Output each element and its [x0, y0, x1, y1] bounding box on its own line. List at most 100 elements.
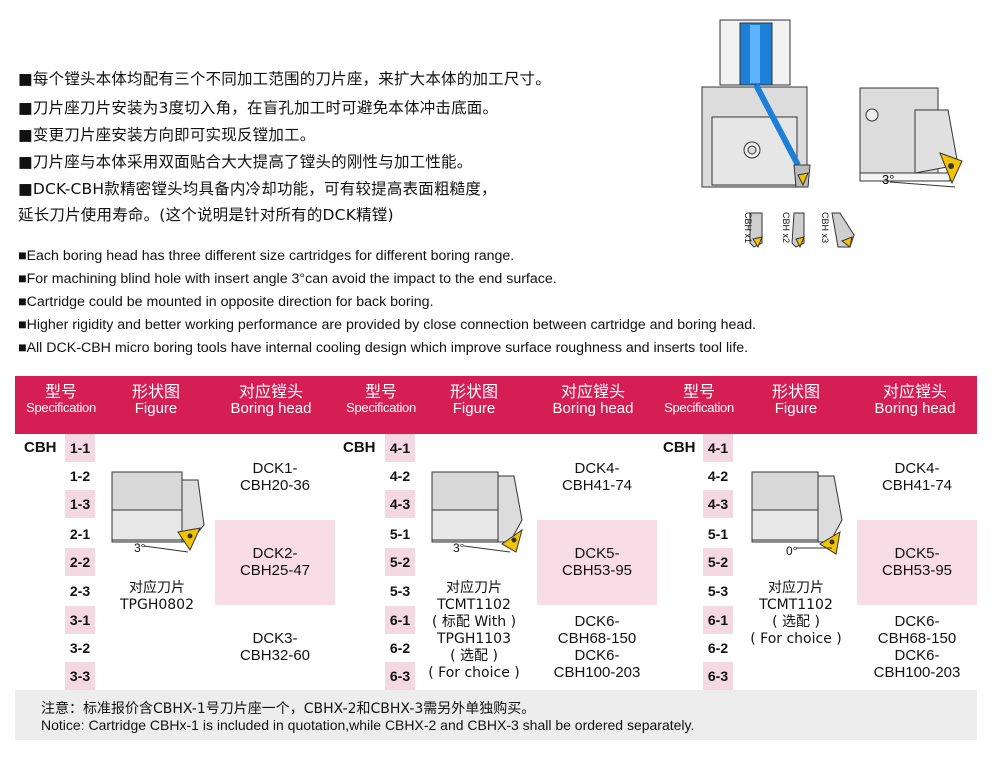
boring-head-cell: DCK5- CBH53-95: [561, 545, 633, 579]
angle-label: 3°: [453, 541, 465, 555]
cartridge-x3: [831, 212, 855, 248]
cbh-label: CBH: [343, 439, 376, 456]
cn-line: ■每个镗头本体均配有三个不同加工范围的刀片座，来扩大本体的加工尺寸。: [18, 70, 551, 88]
spec-cell: 6-3: [703, 662, 733, 690]
en-line: ■All DCK-CBH micro boring tools have int…: [18, 340, 749, 356]
header-head-en: Boring head: [230, 399, 312, 417]
header-spec-cn: 型号: [44, 382, 77, 401]
spec-cell: 3-1: [65, 606, 95, 634]
header-spec: 型号 Specification: [338, 383, 424, 415]
en-line: ■Each boring head has three different si…: [18, 248, 515, 264]
header-spec-cn: 型号: [682, 382, 715, 401]
header-figure-en: Figure: [774, 399, 818, 417]
spec-cell: 1-2: [69, 468, 91, 484]
spec-cell: 6-1: [703, 606, 733, 634]
spec-cell: 4-3: [385, 490, 415, 518]
en-line: ■Cartridge could be mounted in opposite …: [18, 294, 434, 310]
header-spec-en: Specification: [26, 399, 96, 415]
en-line: ■For machining blind hole with insert an…: [18, 271, 557, 287]
spec-cell: 4-3: [703, 490, 733, 518]
header-boring-head: 对应镗头 Boring head: [852, 383, 978, 418]
notice-box: 注意：标准报价含CBHX-1号刀片座一个，CBHX-2和CBHX-3需另外单独购…: [15, 690, 977, 740]
spec-cell: 2-3: [69, 583, 91, 599]
spec-cell: 1-3: [65, 490, 95, 518]
header-figure: 形状图 Figure: [424, 383, 524, 418]
spec-cell: 5-1: [389, 526, 411, 542]
header-head-cn: 对应镗头: [238, 382, 303, 401]
cartridge-label: CBH x1: [743, 212, 753, 244]
cbh-label: CBH: [24, 439, 57, 456]
header-head-en: Boring head: [874, 399, 956, 417]
cartridge-side-view: [859, 87, 959, 182]
header-spec-en: Specification: [346, 399, 416, 415]
header-spec: 型号 Specification: [18, 383, 104, 415]
en-line: ■Higher rigidity and better working perf…: [18, 317, 757, 333]
angle-label: 3°: [134, 541, 146, 555]
cartridge-figure: [111, 471, 205, 553]
boring-head-cell: DCK4- CBH41-74: [881, 460, 953, 494]
angle-label: 0°: [786, 544, 798, 558]
cartridge-label: CBH x2: [781, 212, 791, 244]
insert-info: 对应刀片 TCMT1102 ( 标配 With ) TPGH1103 ( 选配 …: [428, 580, 520, 681]
cartridge-x1: [749, 212, 763, 249]
boring-head-highlight: [857, 520, 977, 605]
boring-head-cell: DCK6- CBH68-150 DCK6- CBH100-203: [553, 613, 641, 681]
spec-cell: 5-3: [389, 583, 411, 599]
cbh-label: CBH: [663, 439, 696, 456]
cartridge-x2: [791, 212, 805, 249]
header-figure: 形状图 Figure: [104, 383, 208, 418]
boring-head-cell: DCK2- CBH25-47: [239, 545, 311, 579]
insert-info: 对应刀片 TCMT1102 ( 选配 ) ( For choice ): [750, 580, 842, 647]
spec-cell: 4-2: [389, 468, 411, 484]
header-figure-cn: 形状图: [449, 382, 498, 401]
header-figure-en: Figure: [134, 399, 178, 417]
cartridge-figure: [751, 471, 843, 555]
spec-cell: 3-2: [69, 640, 91, 656]
boring-head-cell: DCK6- CBH68-150 DCK6- CBH100-203: [873, 613, 961, 681]
header-spec-en: Specification: [664, 399, 734, 415]
cn-line: ■变更刀片座安装方向即可实现反镗加工。: [18, 126, 316, 144]
spec-cell: 6-3: [385, 662, 415, 690]
notice-cn: 注意：标准报价含CBHX-1号刀片座一个，CBHX-2和CBHX-3需另外单独购…: [41, 701, 536, 717]
header-head-cn: 对应镗头: [882, 382, 947, 401]
boring-head-cell: DCK4- CBH41-74: [561, 460, 633, 494]
header-spec: 型号 Specification: [656, 383, 742, 415]
boring-head-cell: DCK1- CBH20-36: [239, 460, 311, 494]
insert-info: 对应刀片 TPGH0802: [120, 580, 194, 613]
spec-cell: 1-1: [65, 434, 95, 462]
spec-cell: 6-2: [707, 640, 729, 656]
spec-cell: 4-1: [703, 434, 733, 462]
header-figure-cn: 形状图: [131, 382, 180, 401]
spec-cell: 5-2: [385, 548, 415, 576]
spec-cell: 3-3: [65, 662, 95, 690]
boring-head-cell: DCK3- CBH32-60: [239, 630, 311, 664]
header-spec-cn: 型号: [364, 382, 397, 401]
table-header-band: [15, 376, 977, 434]
boring-head-diagram: 3°: [701, 19, 963, 249]
boring-head-highlight: [537, 520, 657, 605]
cn-line: ■刀片座刀片安装为3度切入角，在盲孔加工时可避免本体冲击底面。: [18, 99, 499, 117]
spec-cell: 2-1: [69, 526, 91, 542]
notice-en: Notice: Cartridge CBHx-1 is included in …: [41, 717, 695, 733]
spec-cell: 5-2: [703, 548, 733, 576]
cartridge-figure: [431, 471, 523, 553]
spec-cell: 5-1: [707, 526, 729, 542]
header-figure: 形状图 Figure: [746, 383, 846, 418]
cn-line: 延长刀片使用寿命。(这个说明是针对所有的DCK精镗): [18, 206, 394, 224]
spec-cell: 2-2: [65, 548, 95, 576]
spec-cell: 4-1: [385, 434, 415, 462]
header-head-en: Boring head: [552, 399, 634, 417]
spec-cell: 4-2: [707, 468, 729, 484]
cn-line: ■刀片座与本体采用双面贴合大大提高了镗头的刚性与加工性能。: [18, 153, 473, 171]
cartridge-label: CBH x3: [820, 212, 830, 244]
spec-cell: 6-2: [389, 640, 411, 656]
spec-cell: 5-3: [707, 583, 729, 599]
header-boring-head: 对应镗头 Boring head: [530, 383, 656, 418]
cn-line: ■DCK-CBH款精密镗头均具备内冷却功能，可有较提高表面粗糙度，: [18, 180, 497, 198]
header-figure-cn: 形状图: [771, 382, 820, 401]
boring-head-highlight: [215, 520, 335, 605]
header-boring-head: 对应镗头 Boring head: [208, 383, 334, 418]
boring-head-cell: DCK5- CBH53-95: [881, 545, 953, 579]
header-figure-en: Figure: [452, 399, 496, 417]
header-head-cn: 对应镗头: [560, 382, 625, 401]
